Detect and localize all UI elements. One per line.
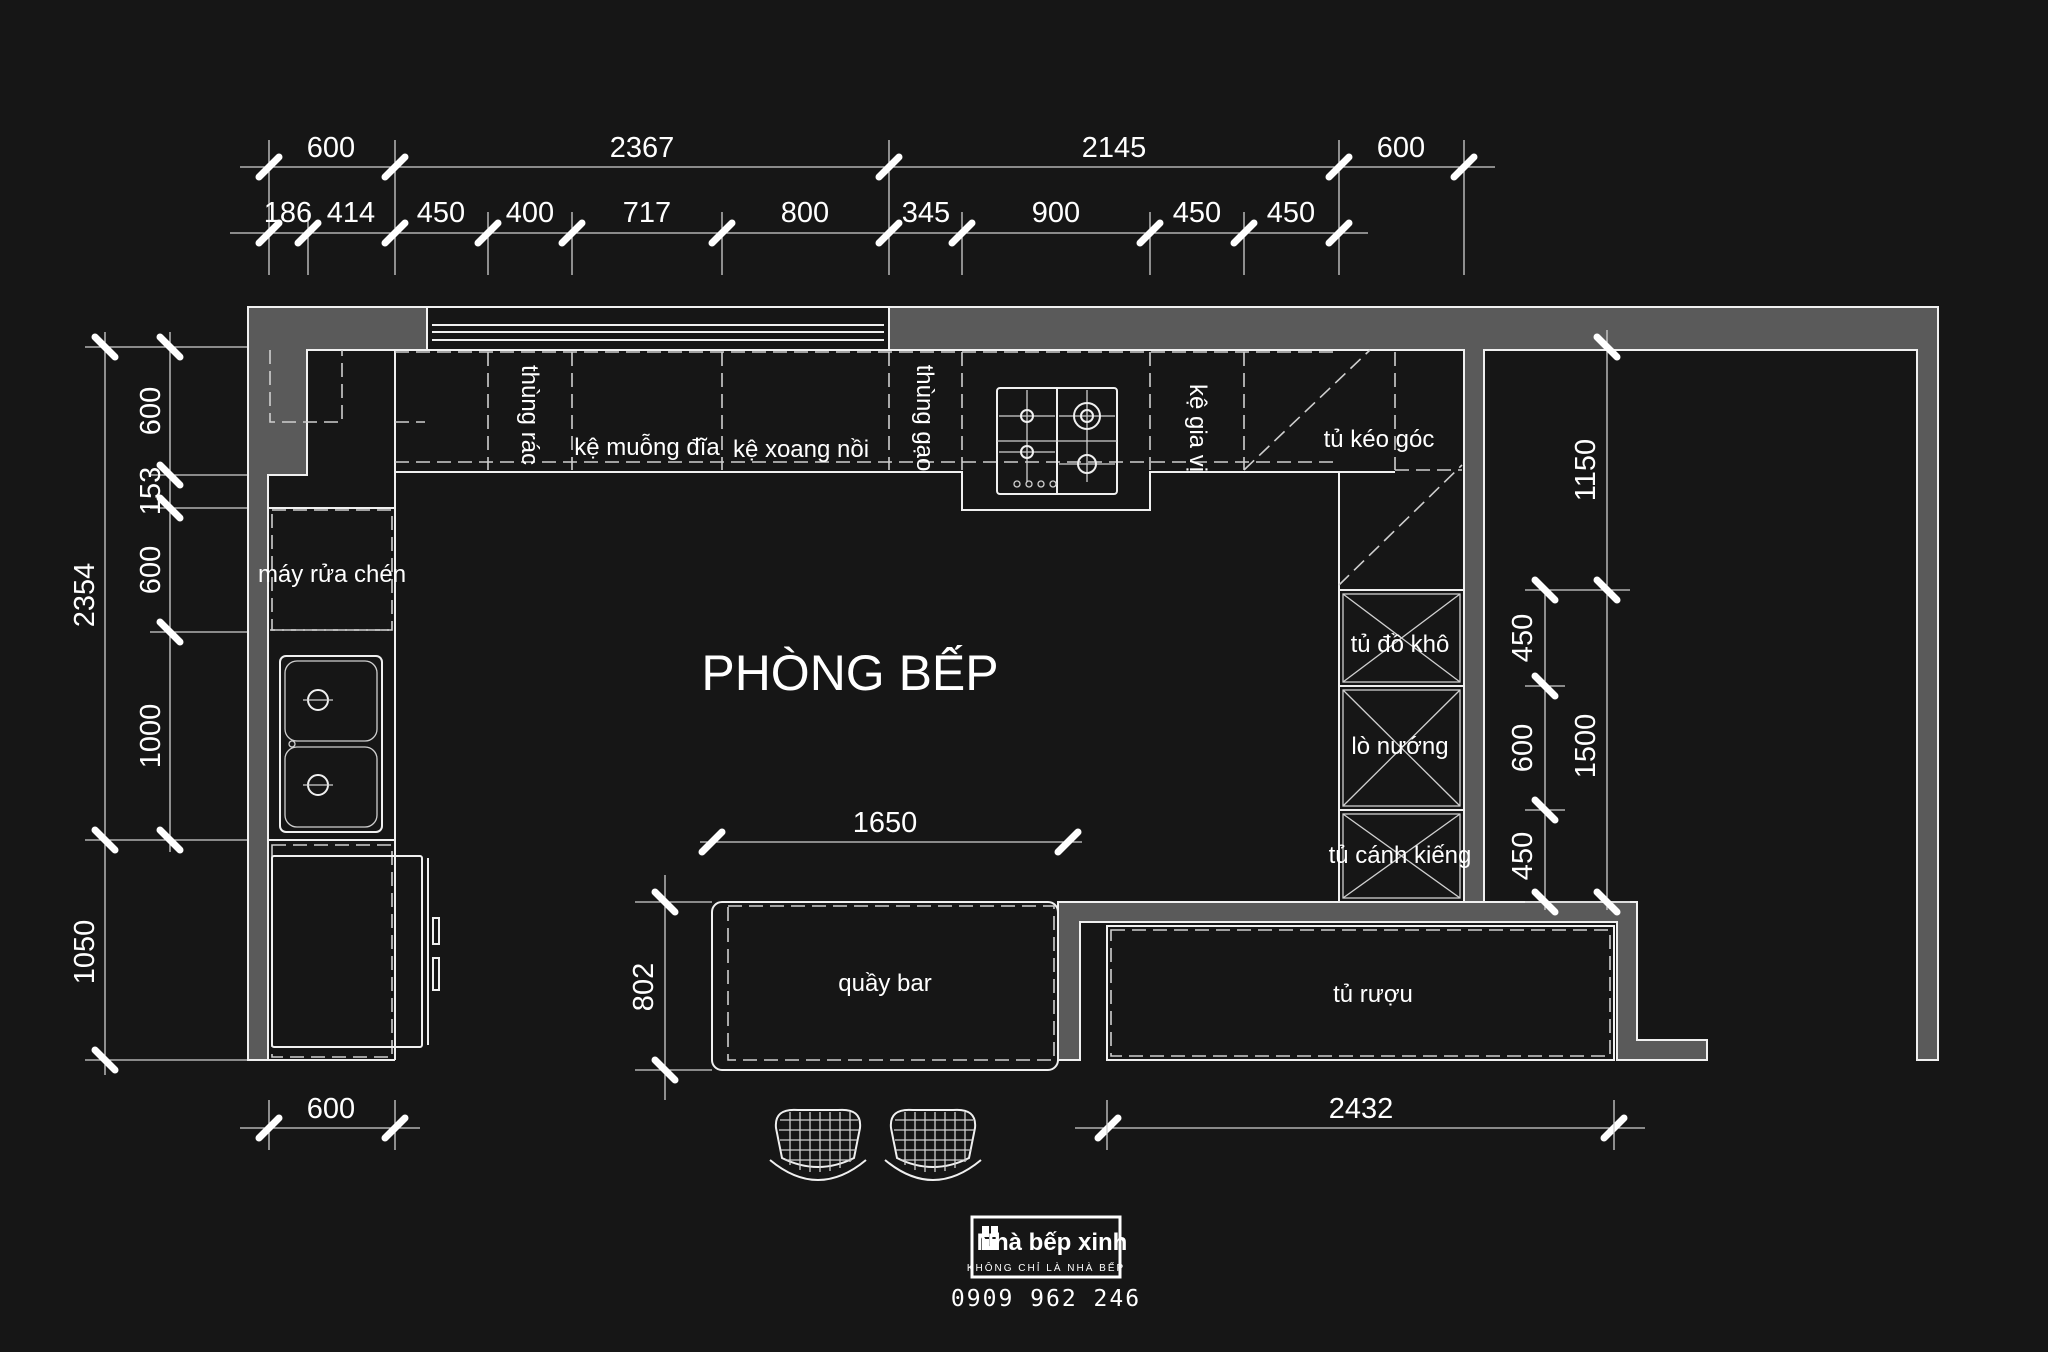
dim-900: 900 xyxy=(1032,197,1080,229)
fridge-icon xyxy=(271,855,440,1048)
bottom-left-dimension: 600 xyxy=(240,1093,420,1150)
dim-400: 400 xyxy=(506,197,554,229)
label-dishwasher: máy rửa chén xyxy=(258,561,406,588)
top-dimension-lines xyxy=(230,140,1495,275)
logo-tagline: KHÔNG CHỈ LÀ NHÀ BẾP xyxy=(967,1261,1125,1274)
bar-stool-icon xyxy=(884,1108,982,1181)
room-labels: PHÒNG BẾP thùng rác kệ muỗng đĩa kệ xoan… xyxy=(258,365,1471,1008)
brand-logo: Nhà bếp xinh KHÔNG CHỈ LÀ NHÀ BẾP 0909 9… xyxy=(951,1215,1141,1312)
partition-wall xyxy=(1057,901,1708,1061)
right-dimension-lines xyxy=(1525,330,1630,916)
right-dimension-values: 1150 1500 450 600 450 xyxy=(1507,439,1602,880)
bar-stool-icon xyxy=(769,1108,867,1181)
dim-bottom-600: 600 xyxy=(307,1093,355,1125)
dim-345: 345 xyxy=(902,197,950,229)
logo-name: Nhà bếp xinh xyxy=(977,1229,1128,1256)
dim-left-153: 153 xyxy=(135,467,167,515)
window-opening xyxy=(426,306,890,351)
dim-450-b: 450 xyxy=(1173,197,1221,229)
dim-bar-1650: 1650 xyxy=(853,807,918,839)
dim-right-600: 600 xyxy=(1507,724,1539,772)
dim-right-450-a: 450 xyxy=(1507,614,1539,662)
dim-left-600-a: 600 xyxy=(135,387,167,435)
dim-800: 800 xyxy=(781,197,829,229)
dim-186: 186 xyxy=(264,197,312,229)
dim-right-450-b: 450 xyxy=(1507,832,1539,880)
dim-left-2354: 2354 xyxy=(69,563,101,628)
top-dimension-values: 600 2367 2145 600 186 414 450 400 717 80… xyxy=(264,132,1425,229)
dim-450-a: 450 xyxy=(417,197,465,229)
tall-cabinets xyxy=(1338,589,1465,903)
gas-cooktop-icon xyxy=(996,387,1118,495)
dim-414: 414 xyxy=(327,197,375,229)
left-dimension-values: 2354 600 153 600 1000 1050 xyxy=(69,387,167,984)
top-counter xyxy=(269,349,1463,590)
label-oven: lò nướng xyxy=(1351,733,1448,760)
label-bar-counter: quầy bar xyxy=(838,970,931,997)
dim-left-600-b: 600 xyxy=(135,546,167,594)
label-trash-bin: thùng rác xyxy=(516,365,543,465)
walls xyxy=(247,306,1939,1061)
dim-top-2145: 2145 xyxy=(1082,132,1147,164)
outer-wall xyxy=(247,306,1939,1061)
dim-left-1000: 1000 xyxy=(135,704,167,769)
dim-top-600-right: 600 xyxy=(1377,132,1425,164)
label-spice-rack: kệ gia vị xyxy=(1184,384,1211,472)
dim-wine-2432: 2432 xyxy=(1329,1093,1394,1125)
room-title: PHÒNG BẾP xyxy=(701,645,998,701)
dim-top-2367: 2367 xyxy=(610,132,675,164)
dim-right-1150: 1150 xyxy=(1570,439,1602,501)
label-dry-food: tủ đồ khô xyxy=(1351,631,1450,658)
label-glass-cabinet: tủ cánh kiếng xyxy=(1329,842,1472,869)
label-dish-rack: kệ muỗng đĩa xyxy=(574,434,720,461)
label-wine-cabinet: tủ rượu xyxy=(1333,981,1413,1008)
label-rice-bin: thùng gạo xyxy=(911,365,938,472)
dim-left-1050: 1050 xyxy=(69,920,101,985)
left-dimension-lines xyxy=(85,332,265,1075)
label-pot-rack: kệ xoang nồi xyxy=(733,436,869,463)
bar-counter: 1650 802 xyxy=(628,807,1082,1100)
dim-717: 717 xyxy=(623,197,671,229)
double-sink-icon xyxy=(279,655,383,833)
dim-right-1500: 1500 xyxy=(1570,714,1602,779)
label-corner-drawer: tủ kéo góc xyxy=(1324,426,1435,453)
logo-phone: 0909 962 246 xyxy=(951,1286,1141,1312)
wine-cabinet: 2432 xyxy=(1075,925,1645,1150)
dim-450-c: 450 xyxy=(1267,197,1315,229)
dim-top-600-left: 600 xyxy=(307,132,355,164)
dim-bar-802: 802 xyxy=(628,963,660,1011)
